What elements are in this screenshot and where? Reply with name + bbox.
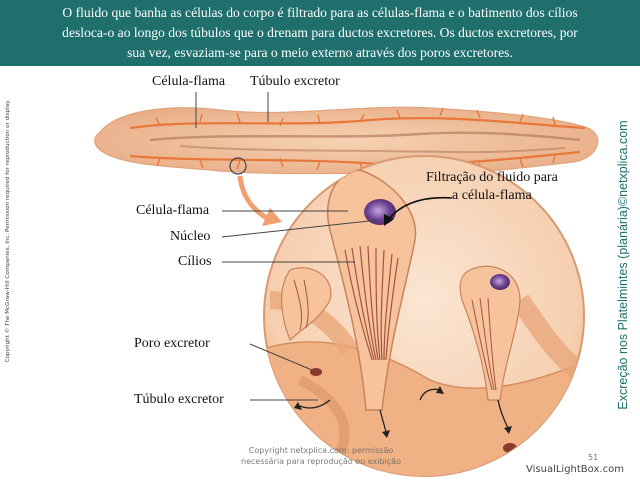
label-tubulo-excretor-top: Túbulo excretor	[250, 74, 340, 89]
zoom-arrowhead	[262, 208, 282, 226]
zoom-arrow	[237, 175, 272, 223]
filtration-arrow	[387, 196, 453, 221]
leader-poro	[249, 343, 313, 371]
flame-cell	[326, 169, 417, 411]
label-celula-flama: Célula-flama	[136, 203, 210, 218]
visuallightbox-credit: VisualLightBox.com	[526, 464, 624, 475]
page-number: 51	[588, 453, 599, 462]
side-title: Excreção nos Platelmintes (planária)©net…	[616, 120, 630, 410]
watermark-line-2: necessária para reprodução ou exibição	[241, 457, 401, 466]
watermark: Copyright netxplica.com: permissão neces…	[216, 445, 426, 467]
filtration-arrowhead	[384, 214, 394, 226]
planarian-body	[94, 106, 599, 175]
watermark-line-1: Copyright netxplica.com: permissão	[248, 446, 394, 455]
label-filtracao-line-1: Filtração do fluido para	[426, 170, 558, 185]
side-copyright: Copyright © The McGraw-Hill Companies, I…	[5, 99, 11, 363]
cilia	[344, 245, 399, 361]
label-filtracao-line-2: a célula-flama	[452, 188, 532, 203]
label-poro-excretor: Poro excretor	[134, 336, 210, 351]
caption-line-3: sua vez, esvaziam-se para o meio externo…	[127, 45, 513, 60]
leader-nucleo	[221, 219, 379, 238]
magnified-view	[263, 155, 585, 477]
excretory-pore	[310, 368, 322, 376]
flow-arrows	[299, 388, 509, 433]
label-celula-flama-top: Célula-flama	[152, 74, 226, 89]
label-tubulo-excretor: Túbulo excretor	[134, 392, 224, 407]
caption-banner: O fluido que banha as células do corpo é…	[0, 0, 640, 66]
zoom-region-marker	[229, 157, 247, 175]
caption-line-1: O fluido que banha as células do corpo é…	[62, 5, 578, 20]
label-cilios: Cílios	[178, 254, 212, 269]
label-nucleo: Núcleo	[170, 229, 211, 244]
caption-line-2: desloca-o ao longo dos túbulos que o dre…	[62, 25, 578, 40]
